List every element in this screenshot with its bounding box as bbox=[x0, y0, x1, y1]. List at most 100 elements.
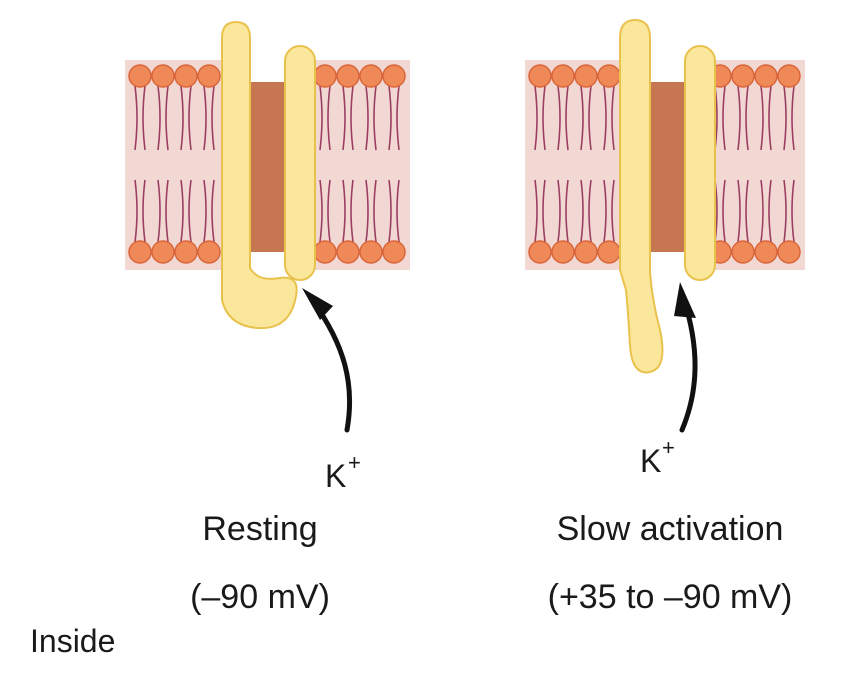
ion-flow-arrow bbox=[679, 297, 698, 433]
lipid-tail bbox=[211, 85, 215, 151]
lipid-tail bbox=[534, 85, 538, 151]
lipid-tail bbox=[142, 179, 146, 243]
lipid-tail bbox=[165, 179, 169, 243]
channel-gate-open bbox=[619, 18, 664, 374]
lipid-tail bbox=[737, 85, 741, 151]
lipid-tail bbox=[783, 85, 787, 151]
ion-charge: + bbox=[348, 450, 361, 475]
ion-label: K bbox=[325, 458, 346, 494]
arrowhead-icon bbox=[302, 288, 333, 320]
phospholipid-head bbox=[197, 240, 221, 264]
lipid-tail bbox=[565, 85, 569, 151]
phospholipid-head bbox=[731, 240, 755, 264]
caption-voltage: (–90 mV) bbox=[190, 578, 330, 616]
channel-gate-closed bbox=[221, 20, 298, 330]
lipid-tail bbox=[373, 85, 377, 151]
lipid-tail bbox=[722, 179, 726, 243]
lipid-tail bbox=[203, 85, 207, 151]
lipid-tail bbox=[350, 179, 354, 243]
caption-title: Resting bbox=[202, 510, 317, 548]
lipid-tail bbox=[722, 85, 726, 151]
lipid-tail bbox=[157, 85, 161, 151]
phospholipid-head bbox=[313, 240, 337, 264]
phospholipid-head bbox=[574, 240, 598, 264]
phospholipids-slow-activation bbox=[528, 64, 801, 264]
lipid-tail bbox=[157, 179, 161, 243]
phospholipid-head bbox=[128, 240, 152, 264]
phospholipids-resting bbox=[128, 64, 406, 264]
ion-label: K bbox=[640, 443, 661, 479]
lipid-tail bbox=[327, 179, 331, 243]
phospholipid-head bbox=[174, 64, 198, 88]
lipid-tail bbox=[611, 85, 615, 151]
lipid-tail bbox=[342, 85, 346, 151]
lipid-tail bbox=[134, 85, 138, 151]
lipid-tail bbox=[365, 85, 369, 151]
lipid-tail bbox=[588, 179, 592, 243]
lipid-tail bbox=[791, 85, 795, 151]
arrowhead-icon bbox=[674, 282, 696, 318]
phospholipid-head bbox=[551, 64, 575, 88]
phospholipid-head bbox=[197, 64, 221, 88]
lipid-tail bbox=[542, 179, 546, 243]
lipid-tail bbox=[791, 179, 795, 243]
lipid-tail bbox=[180, 85, 184, 151]
phospholipid-head bbox=[382, 64, 406, 88]
channel-protein-right-subunit bbox=[284, 45, 316, 281]
lipid-tail bbox=[188, 179, 192, 243]
lipid-tail bbox=[580, 85, 584, 151]
phospholipid-head bbox=[359, 240, 383, 264]
lipid-bilayer-left bbox=[525, 60, 625, 270]
lipid-tail bbox=[388, 85, 392, 151]
lipid-tail bbox=[745, 85, 749, 151]
lipid-bilayer-right bbox=[310, 60, 410, 270]
phospholipid-head bbox=[128, 64, 152, 88]
lipid-tail bbox=[134, 179, 138, 243]
phospholipid-head bbox=[336, 64, 360, 88]
ion-flow-arrow bbox=[309, 297, 353, 433]
lipid-tail bbox=[142, 85, 146, 151]
lipid-tail bbox=[768, 179, 772, 243]
phospholipid-head bbox=[731, 64, 755, 88]
lipid-tail bbox=[319, 85, 323, 151]
lipid-tail bbox=[557, 179, 561, 243]
phospholipid-head bbox=[777, 64, 801, 88]
lipid-tail bbox=[327, 85, 331, 151]
lipid-tail bbox=[611, 179, 615, 243]
lipid-tail bbox=[760, 179, 764, 243]
panel-slow-activation: K + Slow activation (+35 to –90 mV) bbox=[525, 18, 805, 616]
lipid-tail bbox=[388, 179, 392, 243]
phospholipid-head bbox=[754, 240, 778, 264]
phospholipid-head bbox=[574, 64, 598, 88]
lipid-tail bbox=[768, 85, 772, 151]
lipid-tail bbox=[342, 179, 346, 243]
phospholipid-head bbox=[151, 64, 175, 88]
lipid-tail bbox=[557, 85, 561, 151]
lipid-tail bbox=[603, 85, 607, 151]
lipid-tail bbox=[211, 179, 215, 243]
ion-charge: + bbox=[662, 435, 675, 460]
caption-voltage: (+35 to –90 mV) bbox=[548, 578, 793, 616]
channel-protein-right-subunit bbox=[684, 45, 716, 281]
lipid-tail bbox=[603, 179, 607, 243]
phospholipid-head bbox=[528, 64, 552, 88]
phospholipid-head bbox=[313, 64, 337, 88]
lipid-tail bbox=[737, 179, 741, 243]
lipid-tail bbox=[580, 179, 584, 243]
phospholipid-head bbox=[336, 240, 360, 264]
phospholipid-head bbox=[597, 240, 621, 264]
lipid-tail bbox=[396, 85, 400, 151]
lipid-tail bbox=[783, 179, 787, 243]
lipid-tail bbox=[542, 85, 546, 151]
caption-title: Slow activation bbox=[557, 510, 784, 548]
phospholipid-head bbox=[777, 240, 801, 264]
lipid-bilayer-right bbox=[705, 60, 805, 270]
phospholipid-head bbox=[382, 240, 406, 264]
phospholipid-head bbox=[359, 64, 383, 88]
phospholipid-head bbox=[551, 240, 575, 264]
panel-resting: K + Resting (–90 mV) bbox=[125, 20, 410, 616]
phospholipid-head bbox=[754, 64, 778, 88]
lipid-tail bbox=[350, 85, 354, 151]
lipid-tail bbox=[588, 85, 592, 151]
